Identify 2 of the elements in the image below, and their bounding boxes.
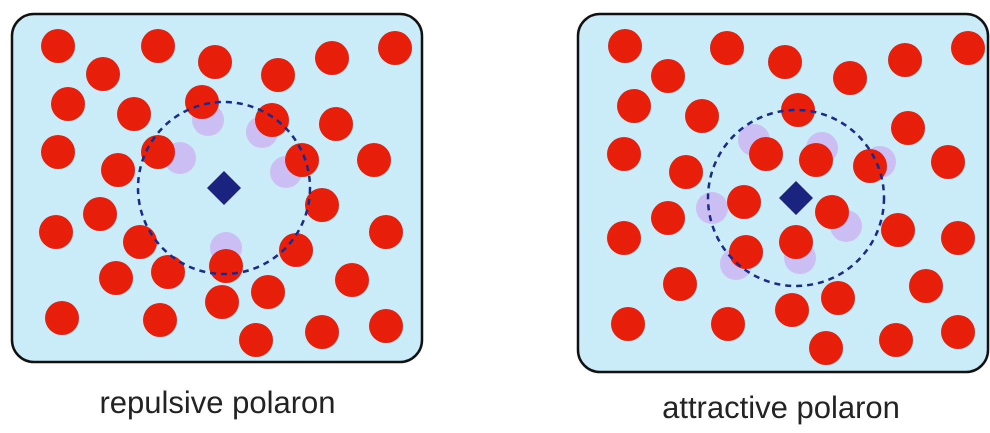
panel-caption: attractive polaron bbox=[661, 390, 901, 426]
panel-caption: repulsive polaron bbox=[98, 385, 337, 421]
